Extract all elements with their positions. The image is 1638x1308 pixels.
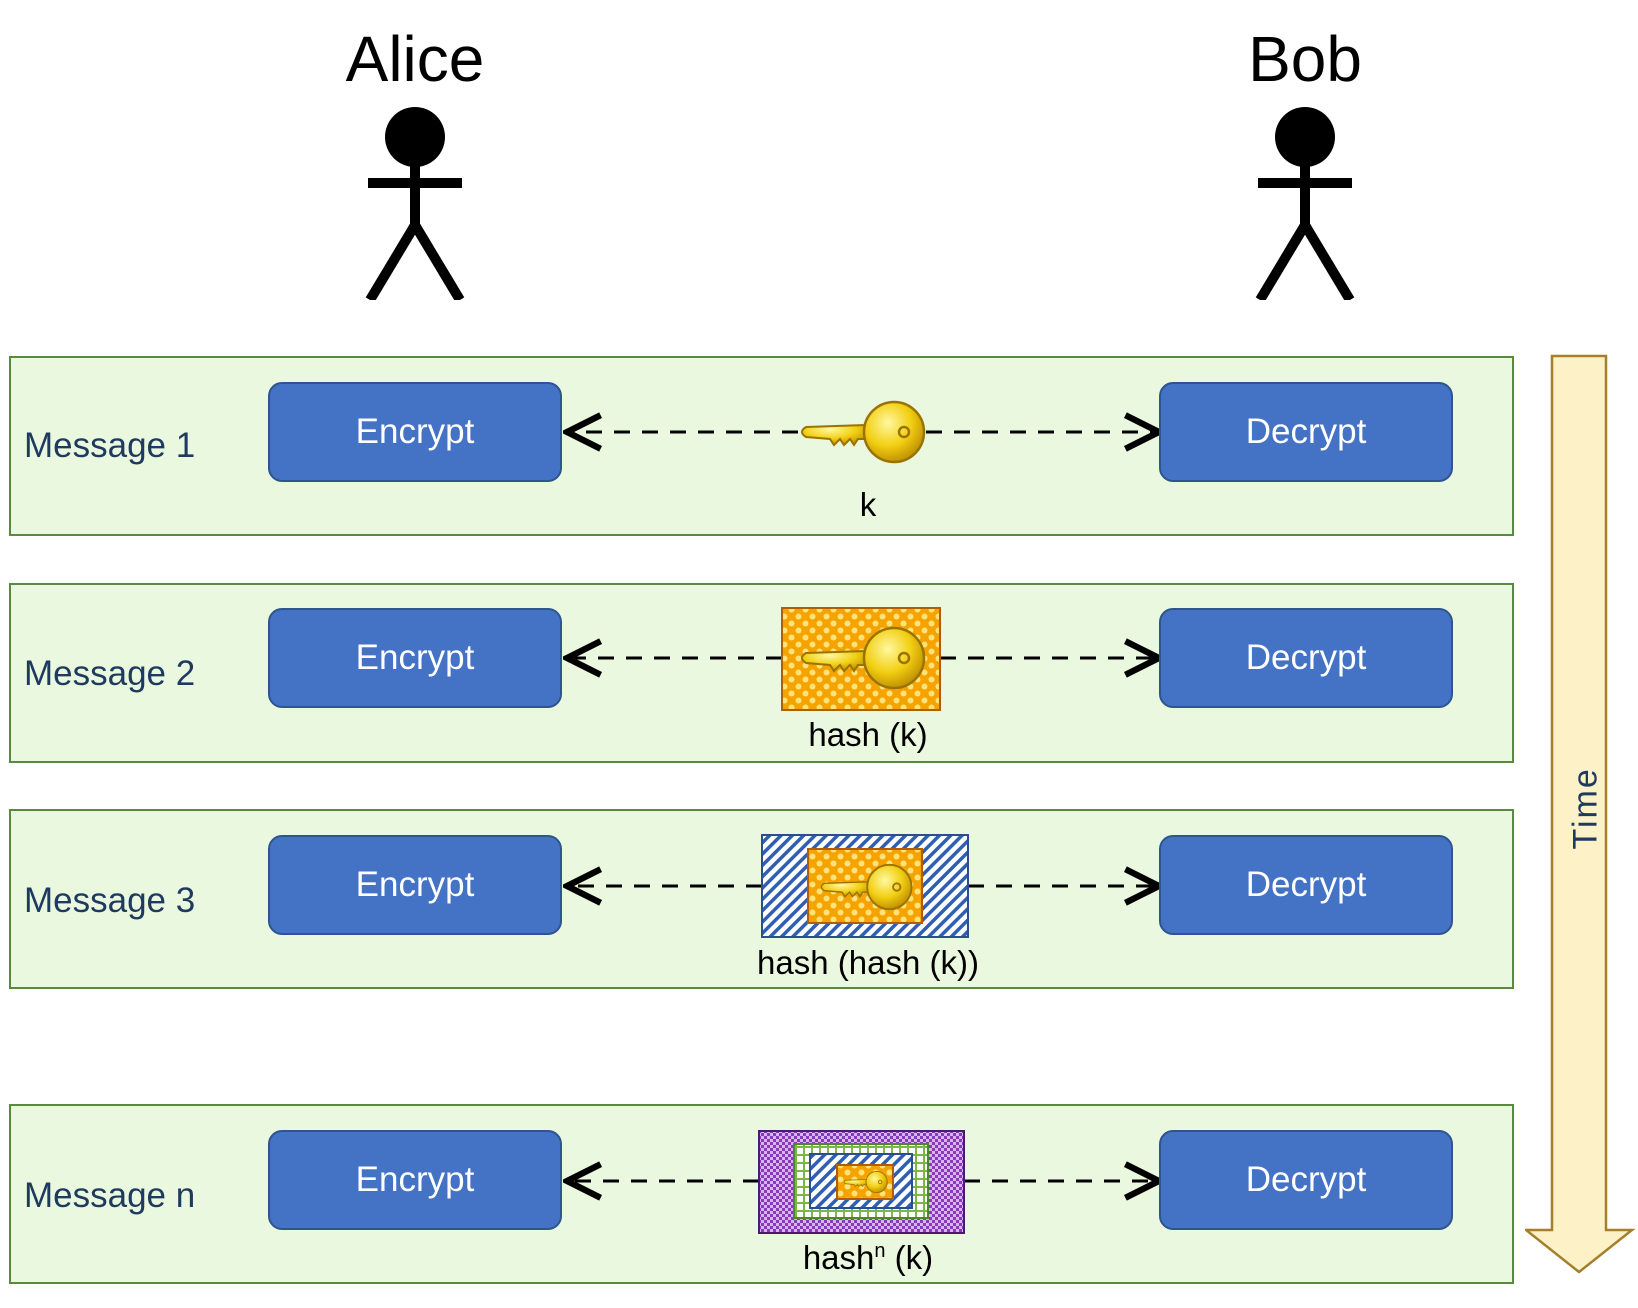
lane-2-arrows xyxy=(11,607,1516,711)
key-icon xyxy=(800,400,926,464)
key-caption-base: hash xyxy=(802,1239,875,1276)
message-lane-n: Message n Encrypt Decrypt hashn (k) xyxy=(9,1104,1514,1284)
encrypt-box: Encrypt xyxy=(268,382,562,482)
decrypt-box: Decrypt xyxy=(1159,608,1453,708)
decrypt-box: Decrypt xyxy=(1159,382,1453,482)
alice-stick-figure-icon xyxy=(365,107,465,300)
lane-n-arrows xyxy=(11,1130,1516,1234)
message-lane-1: Message 1 Encrypt Decrypt k xyxy=(9,356,1514,536)
encrypt-box: Encrypt xyxy=(268,1130,562,1230)
lane-3-arrows xyxy=(11,834,1516,938)
lane-label: Message n xyxy=(24,1176,196,1215)
encrypt-box: Encrypt xyxy=(268,835,562,935)
lane-1-arrows xyxy=(11,400,1516,464)
message-lane-2: Message 2 Encrypt Decrypt hash (k) xyxy=(9,583,1514,763)
message-lane-3: Message 3 Encrypt Decrypt hash (hash (k)… xyxy=(9,809,1514,989)
actor-name-bob: Bob xyxy=(1248,23,1362,95)
key-caption: hash (hash (k)) xyxy=(757,944,979,981)
key-caption-suffix: (k) xyxy=(885,1239,934,1276)
time-axis-label: Time xyxy=(1566,767,1605,850)
bob-stick-figure-icon xyxy=(1255,107,1355,300)
key-caption: hash (k) xyxy=(808,716,928,753)
key-caption-superscript: n xyxy=(874,1240,886,1262)
lane-label: Message 1 xyxy=(24,426,196,465)
decrypt-box: Decrypt xyxy=(1159,835,1453,935)
key-caption: k xyxy=(859,486,877,523)
encrypt-box: Encrypt xyxy=(268,608,562,708)
actor-name-alice: Alice xyxy=(345,23,485,95)
decrypt-box: Decrypt xyxy=(1159,1130,1453,1230)
time-arrow xyxy=(1525,354,1636,1274)
key-caption: hashn (k) xyxy=(688,1239,1048,1277)
lane-label: Message 2 xyxy=(24,654,196,693)
lane-label: Message 3 xyxy=(24,881,196,920)
